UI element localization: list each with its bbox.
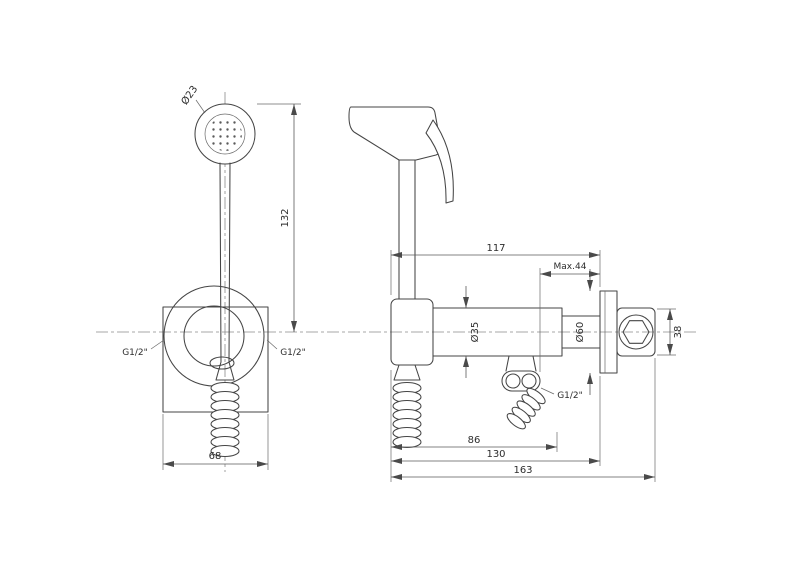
dim-body-diameter: Ø35	[463, 286, 481, 378]
thread-left-label: G1/2"	[122, 348, 148, 358]
side-view: 117 Max.44 Ø35 Ø60 38	[348, 106, 684, 482]
hose-outlet-ribs	[504, 385, 548, 433]
sprayer-head-side	[348, 106, 442, 161]
dim-width-68: 68	[162, 414, 269, 470]
dim-length-label: 117	[486, 243, 505, 254]
dim-width-label: 68	[209, 451, 222, 462]
spray-face-dots	[208, 117, 242, 151]
holder-cradle	[209, 356, 235, 370]
dim-max-depth-label: Max.44	[554, 262, 587, 272]
valve-body	[432, 307, 601, 357]
holder-cup	[390, 298, 434, 366]
spray-face-rim	[204, 113, 246, 155]
dim-length-117: 117	[390, 243, 601, 295]
thread-label-right: G1/2"	[266, 339, 306, 358]
dim-total-label: 163	[513, 465, 532, 476]
holder-ring-outer	[163, 285, 265, 387]
dim-wall-130: 130	[391, 376, 601, 466]
dim-connector-height-label: 38	[673, 326, 684, 339]
hex-socket	[622, 320, 650, 344]
dim-height-label: 132	[280, 208, 291, 227]
dim-height-132: 132	[257, 103, 301, 332]
thread-label-hose: G1/2"	[540, 387, 583, 401]
thread-label-left: G1/2"	[122, 339, 165, 358]
dim-connector-height: 38	[657, 308, 684, 356]
dim-head-diameter-label: Ø23	[179, 83, 201, 107]
dim-to-wall-label: 130	[486, 449, 505, 460]
shower-hose-front	[210, 361, 240, 458]
dim-total-163: 163	[391, 358, 656, 482]
hose-thread-label: G1/2"	[557, 391, 583, 401]
dim-head-diameter: Ø23	[179, 83, 206, 114]
front-view: Ø23 132 G1/2" G1/2" 68	[122, 83, 306, 472]
wall-outlet-elbow	[501, 355, 548, 433]
thread-right-label: G1/2"	[280, 348, 306, 358]
shower-hose-side	[392, 364, 422, 449]
sprayer-handle-left-edge	[219, 162, 222, 363]
dim-hose-label: 86	[468, 435, 481, 446]
trigger-lever	[425, 119, 454, 204]
sprayer-handle-right-edge	[228, 162, 231, 363]
dim-flange-diameter-label: Ø60	[574, 322, 586, 343]
holder-ring-inner	[183, 305, 245, 367]
dim-flange-diameter: Ø60	[574, 269, 593, 395]
hex-connector-end-view	[616, 307, 656, 357]
dim-body-diameter-label: Ø35	[469, 322, 481, 343]
